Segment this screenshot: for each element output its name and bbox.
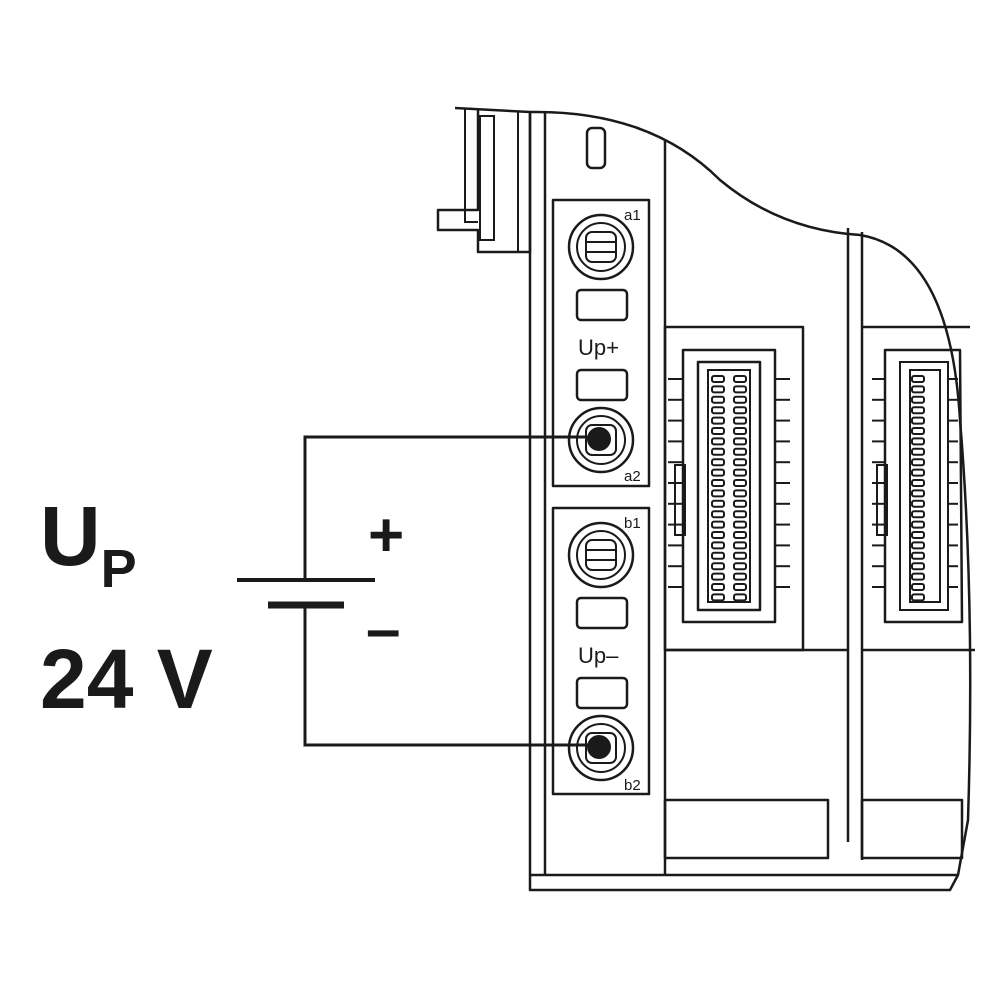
bus-connector-2 (862, 325, 970, 624)
terminal-label-b2: b2 (624, 777, 641, 794)
connector-pin (733, 468, 747, 477)
connector-pin (733, 572, 747, 581)
screw-a1-icon (567, 213, 635, 281)
connector-pin (733, 593, 747, 602)
supply-symbol-main: U (40, 489, 101, 583)
connector-pin (733, 520, 747, 529)
connector-pin (733, 531, 747, 539)
connector-pin (711, 551, 725, 560)
supply-symbol-sub: P (101, 539, 137, 599)
connector-pin (733, 458, 747, 467)
connector-pin (711, 416, 725, 425)
connector-pin (911, 593, 925, 602)
connector-pin (911, 468, 925, 477)
connector-pin (711, 468, 725, 477)
terminal-label-b1: b1 (624, 515, 641, 532)
connector-pin (711, 385, 725, 394)
connector-pin (711, 447, 725, 456)
connector-pin (711, 520, 725, 529)
connector-pin (911, 520, 925, 529)
connector-pin (911, 406, 925, 415)
connector-pin (911, 479, 925, 487)
connector-pin (911, 427, 925, 435)
release-button-b2[interactable] (575, 676, 629, 710)
terminal-label-a2: a2 (624, 468, 641, 485)
supply-voltage: 24 V (40, 632, 213, 726)
connector-pin (911, 510, 925, 519)
terminal-label-up-minus: Up– (578, 643, 619, 668)
connector-pin (711, 510, 725, 519)
connector-pin (711, 458, 725, 467)
minus-sign: – (366, 595, 400, 664)
connector-pin (711, 562, 725, 571)
connector-pin (733, 416, 747, 425)
connector-pin (911, 447, 925, 456)
connector-pin (711, 406, 725, 415)
connector-pin (911, 489, 925, 498)
connector-pin (711, 541, 725, 550)
terminal-label-a1: a1 (624, 207, 641, 224)
connector-pin (733, 479, 747, 487)
connector-pin (733, 510, 747, 519)
connector-pin (733, 375, 747, 383)
connector-pin (711, 437, 725, 446)
connector-pin (911, 572, 925, 581)
supply-wiring (303, 435, 597, 747)
connector-pin (711, 489, 725, 498)
connector-pin (911, 437, 925, 446)
connector-pin (711, 499, 725, 508)
release-button-b1[interactable] (575, 596, 629, 630)
terminal-label-up-plus: Up+ (578, 335, 619, 360)
connector-pin (711, 583, 725, 591)
connector-pin (733, 562, 747, 571)
screw-b2-icon (567, 714, 635, 782)
plus-sign: + (368, 501, 404, 570)
connector-pin (711, 593, 725, 602)
connector-pin (911, 385, 925, 394)
release-button-a2[interactable] (575, 368, 629, 402)
connector-pin (733, 489, 747, 498)
connector-pin (733, 406, 747, 415)
screw-a2-icon (567, 406, 635, 474)
battery-icon (237, 578, 375, 609)
supply-symbol: UP (40, 489, 137, 599)
connector-pin (711, 572, 725, 581)
connector-pin (911, 416, 925, 425)
terminal-block-b (551, 506, 651, 796)
module-housing (436, 106, 975, 892)
connector-pin (911, 458, 925, 467)
connector-pin (911, 395, 925, 404)
connector-pin (911, 562, 925, 571)
connector-pin (711, 427, 725, 435)
bus-connector-1 (663, 325, 805, 652)
connector-pin (911, 531, 925, 539)
connector-pin (733, 385, 747, 394)
connector-pin (733, 437, 747, 446)
connector-pin (711, 531, 725, 539)
connector-pin (733, 427, 747, 435)
connector-pin (733, 499, 747, 508)
connector-pin (733, 447, 747, 456)
screw-b1-icon (567, 521, 635, 589)
connector-pin (711, 479, 725, 487)
connector-pin (711, 395, 725, 404)
connector-pin (911, 551, 925, 560)
connector-pin (911, 499, 925, 508)
terminal-block-a (551, 198, 651, 488)
release-button-a1[interactable] (575, 288, 629, 322)
connector-pin (733, 583, 747, 591)
connector-pin (911, 583, 925, 591)
connector-pin (911, 541, 925, 550)
connector-pin (733, 551, 747, 560)
connector-pin (911, 375, 925, 383)
connector-pin (733, 395, 747, 404)
connector-pin (711, 375, 725, 383)
connector-pin (733, 541, 747, 550)
